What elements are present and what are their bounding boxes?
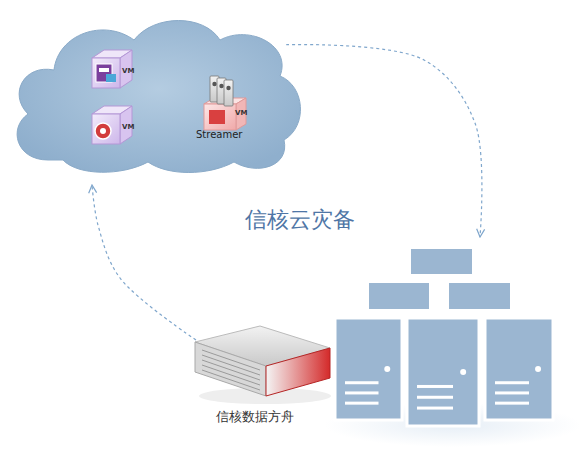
cloud-shape: [17, 21, 300, 173]
tower-body: [335, 318, 402, 420]
cube-front: [92, 114, 120, 144]
vm-tag: VM: [122, 68, 134, 75]
storage-appliance: 信核数据方舟: [190, 318, 340, 430]
tower-slot: [345, 391, 379, 394]
tower-slot: [417, 407, 453, 410]
tower-slot: [495, 381, 529, 384]
cloud-region-outline: [8, 10, 304, 175]
drive-slot: [202, 360, 260, 380]
server-top: [448, 282, 511, 310]
rack-unit: [224, 80, 233, 106]
appliance-front: [195, 342, 266, 396]
vm-tag: VM: [235, 110, 247, 117]
tower-slot: [495, 391, 529, 394]
app-symbol: [209, 110, 225, 124]
cloud-region: VM VM VM Streamer: [8, 10, 304, 175]
tower-slot: [417, 385, 453, 388]
dashed-arrow: [286, 45, 482, 237]
server-cluster: [325, 243, 583, 448]
vm-icon: VM: [86, 102, 136, 150]
tower-slot: [345, 381, 379, 384]
appliance-side: [266, 348, 330, 396]
tower-body: [485, 318, 553, 420]
server-tower: [407, 318, 479, 426]
tower-led: [535, 366, 541, 372]
streamer-icon: VM Streamer: [188, 74, 262, 146]
drive-slot: [202, 355, 260, 375]
cube-front: [204, 104, 236, 130]
appliance-label: 信核数据方舟: [216, 410, 294, 423]
app-symbol-dot: [100, 128, 106, 134]
tower-body: [407, 318, 479, 426]
app-symbol-bar: [99, 68, 109, 72]
server-tower: [485, 318, 553, 420]
server-top: [368, 282, 430, 310]
rack-disk: [212, 82, 216, 86]
tower-slot: [417, 396, 453, 399]
vm-icon: VM: [86, 46, 136, 94]
diagram-title: 信核云灾备: [180, 208, 420, 232]
tower-led: [384, 366, 390, 372]
cube-front: [92, 58, 120, 88]
app-symbol: [95, 123, 111, 139]
tower-led: [460, 369, 466, 375]
app-symbol-window: [106, 74, 116, 82]
server-cluster-outline: [325, 243, 583, 448]
drive-slot: [202, 365, 260, 385]
rack-disk: [219, 84, 223, 88]
rack-disk: [226, 86, 230, 90]
tower-slot: [495, 402, 529, 405]
drive-slot: [202, 370, 260, 390]
vm-tag: VM: [122, 124, 134, 131]
server-tower: [335, 318, 402, 420]
component-label: Streamer: [196, 130, 242, 140]
dashed-arrow: [92, 185, 196, 340]
server-top: [410, 248, 473, 275]
tower-slot: [345, 402, 379, 405]
drive-slot: [202, 350, 260, 370]
